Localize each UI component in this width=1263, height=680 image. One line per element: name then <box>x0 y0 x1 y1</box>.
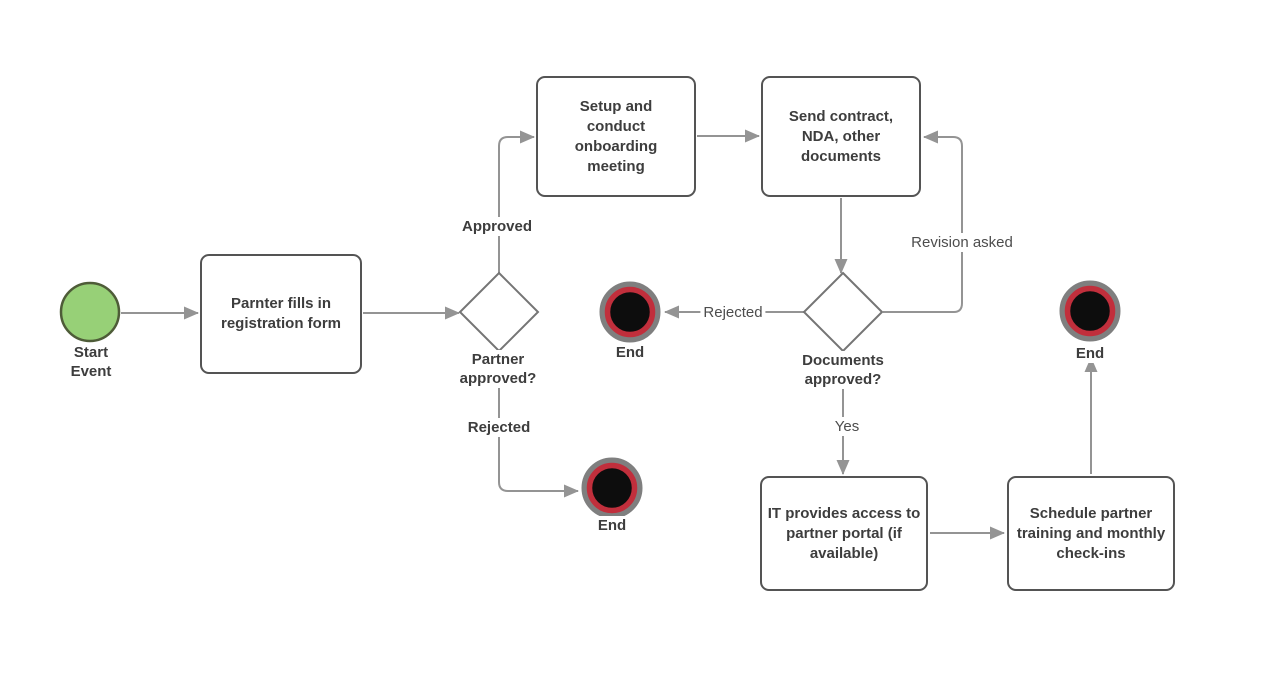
task-schedule-training-label: Schedule partner training and monthly ch… <box>1016 504 1166 562</box>
task-setup-meeting-label: Setup and conduct onboarding meeting <box>574 97 658 175</box>
task-registration-label: Parnter fills in registration form <box>220 295 341 332</box>
decision-documents-approved-label: Documents approved? <box>780 351 906 389</box>
edge-revision-asked <box>883 130 963 313</box>
task-schedule-training: Schedule partner training and monthly ch… <box>1007 476 1175 591</box>
edge-label-revision-asked: Revision asked <box>908 233 1016 252</box>
end-partner-rejected-label: End <box>594 516 630 535</box>
end-complete-label: End <box>1072 344 1108 363</box>
task-setup-meeting: Setup and conduct onboarding meeting <box>536 76 696 197</box>
task-it-access-label: IT provides access to partner portal (if… <box>767 504 921 562</box>
task-send-contract: Send contract, NDA, other documents <box>761 76 921 197</box>
decision-partner-approved <box>458 271 540 353</box>
task-it-access: IT provides access to partner portal (if… <box>760 476 928 591</box>
edge-label-rejected-docs: Rejected <box>700 303 766 322</box>
edge-label-yes: Yes <box>831 417 863 436</box>
edge-approved <box>498 130 535 273</box>
edge-rejected-partner <box>498 351 579 498</box>
decision-partner-approved-label: Partner approved? <box>441 350 555 388</box>
start-event-label: Start Event <box>56 343 126 381</box>
edge-label-approved: Approved <box>458 217 536 236</box>
task-registration: Parnter fills in registration form <box>200 254 362 374</box>
end-event-complete <box>1059 280 1121 342</box>
task-send-contract-label: Send contract, NDA, other documents <box>788 107 894 165</box>
decision-documents-approved <box>802 271 884 353</box>
edge-label-rejected-partner: Rejected <box>464 418 534 437</box>
end-event-partner-rejected <box>581 457 643 519</box>
start-event-circle <box>59 281 121 343</box>
end-docs-rejected-label: End <box>612 343 648 362</box>
end-event-docs-rejected <box>599 281 661 343</box>
